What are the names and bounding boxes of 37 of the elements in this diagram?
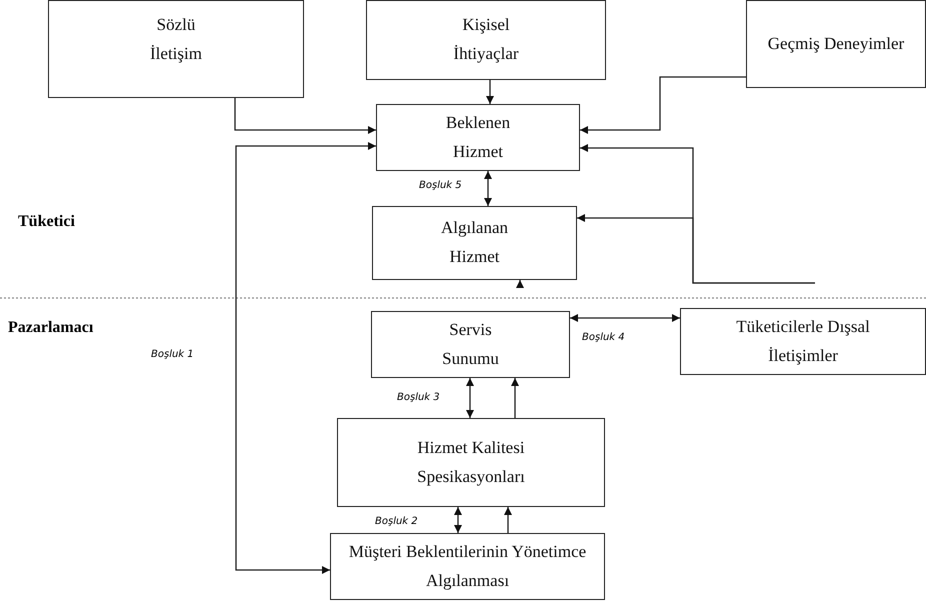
arrow bbox=[454, 507, 462, 533]
process-box bbox=[376, 104, 580, 171]
section-label: Tüketici bbox=[18, 213, 75, 231]
edge-label: Boşluk 3 bbox=[396, 392, 441, 403]
box-text: Geçmiş Deneyimler bbox=[768, 32, 904, 55]
arrow bbox=[466, 378, 474, 418]
arrow bbox=[235, 142, 376, 574]
edge-label: Boşluk 1 bbox=[150, 349, 195, 360]
arrow bbox=[577, 214, 815, 284]
box-text: Tüketicilerle Dışsal İletişimler bbox=[735, 316, 871, 367]
process-box bbox=[746, 0, 926, 88]
process-box bbox=[366, 0, 606, 80]
box-text: Kişisel İhtiyaçlar bbox=[452, 14, 520, 65]
edge-label: Boşluk 2 bbox=[374, 516, 419, 527]
arrow bbox=[484, 171, 492, 206]
process-box bbox=[371, 311, 570, 378]
box-text: Algılanan Hizmet bbox=[440, 217, 510, 268]
box-text: Servis Sunumu bbox=[441, 318, 500, 370]
edge-label: Boşluk 5 bbox=[418, 180, 463, 191]
process-box bbox=[337, 418, 605, 507]
arrow bbox=[234, 98, 376, 134]
arrow bbox=[580, 76, 746, 134]
box-text: Sözlü İletişim bbox=[149, 14, 203, 65]
process-box bbox=[48, 0, 304, 98]
edge-label: Boşluk 4 bbox=[581, 332, 626, 343]
box-text: Beklenen Hizmet bbox=[444, 112, 512, 162]
box-text: Müşteri Beklentilerinin Yönetimce Algılanması bbox=[348, 540, 588, 592]
process-box bbox=[680, 308, 926, 375]
arrow bbox=[486, 80, 494, 104]
arrow bbox=[504, 507, 512, 533]
box-text: Hizmet Kalitesi Spesikasyonları bbox=[416, 436, 526, 488]
arrow bbox=[511, 378, 519, 418]
process-box bbox=[330, 533, 605, 600]
arrow bbox=[570, 314, 680, 322]
arrow bbox=[516, 280, 524, 288]
section-label: Pazarlamacı bbox=[8, 319, 94, 337]
process-box bbox=[372, 206, 577, 280]
